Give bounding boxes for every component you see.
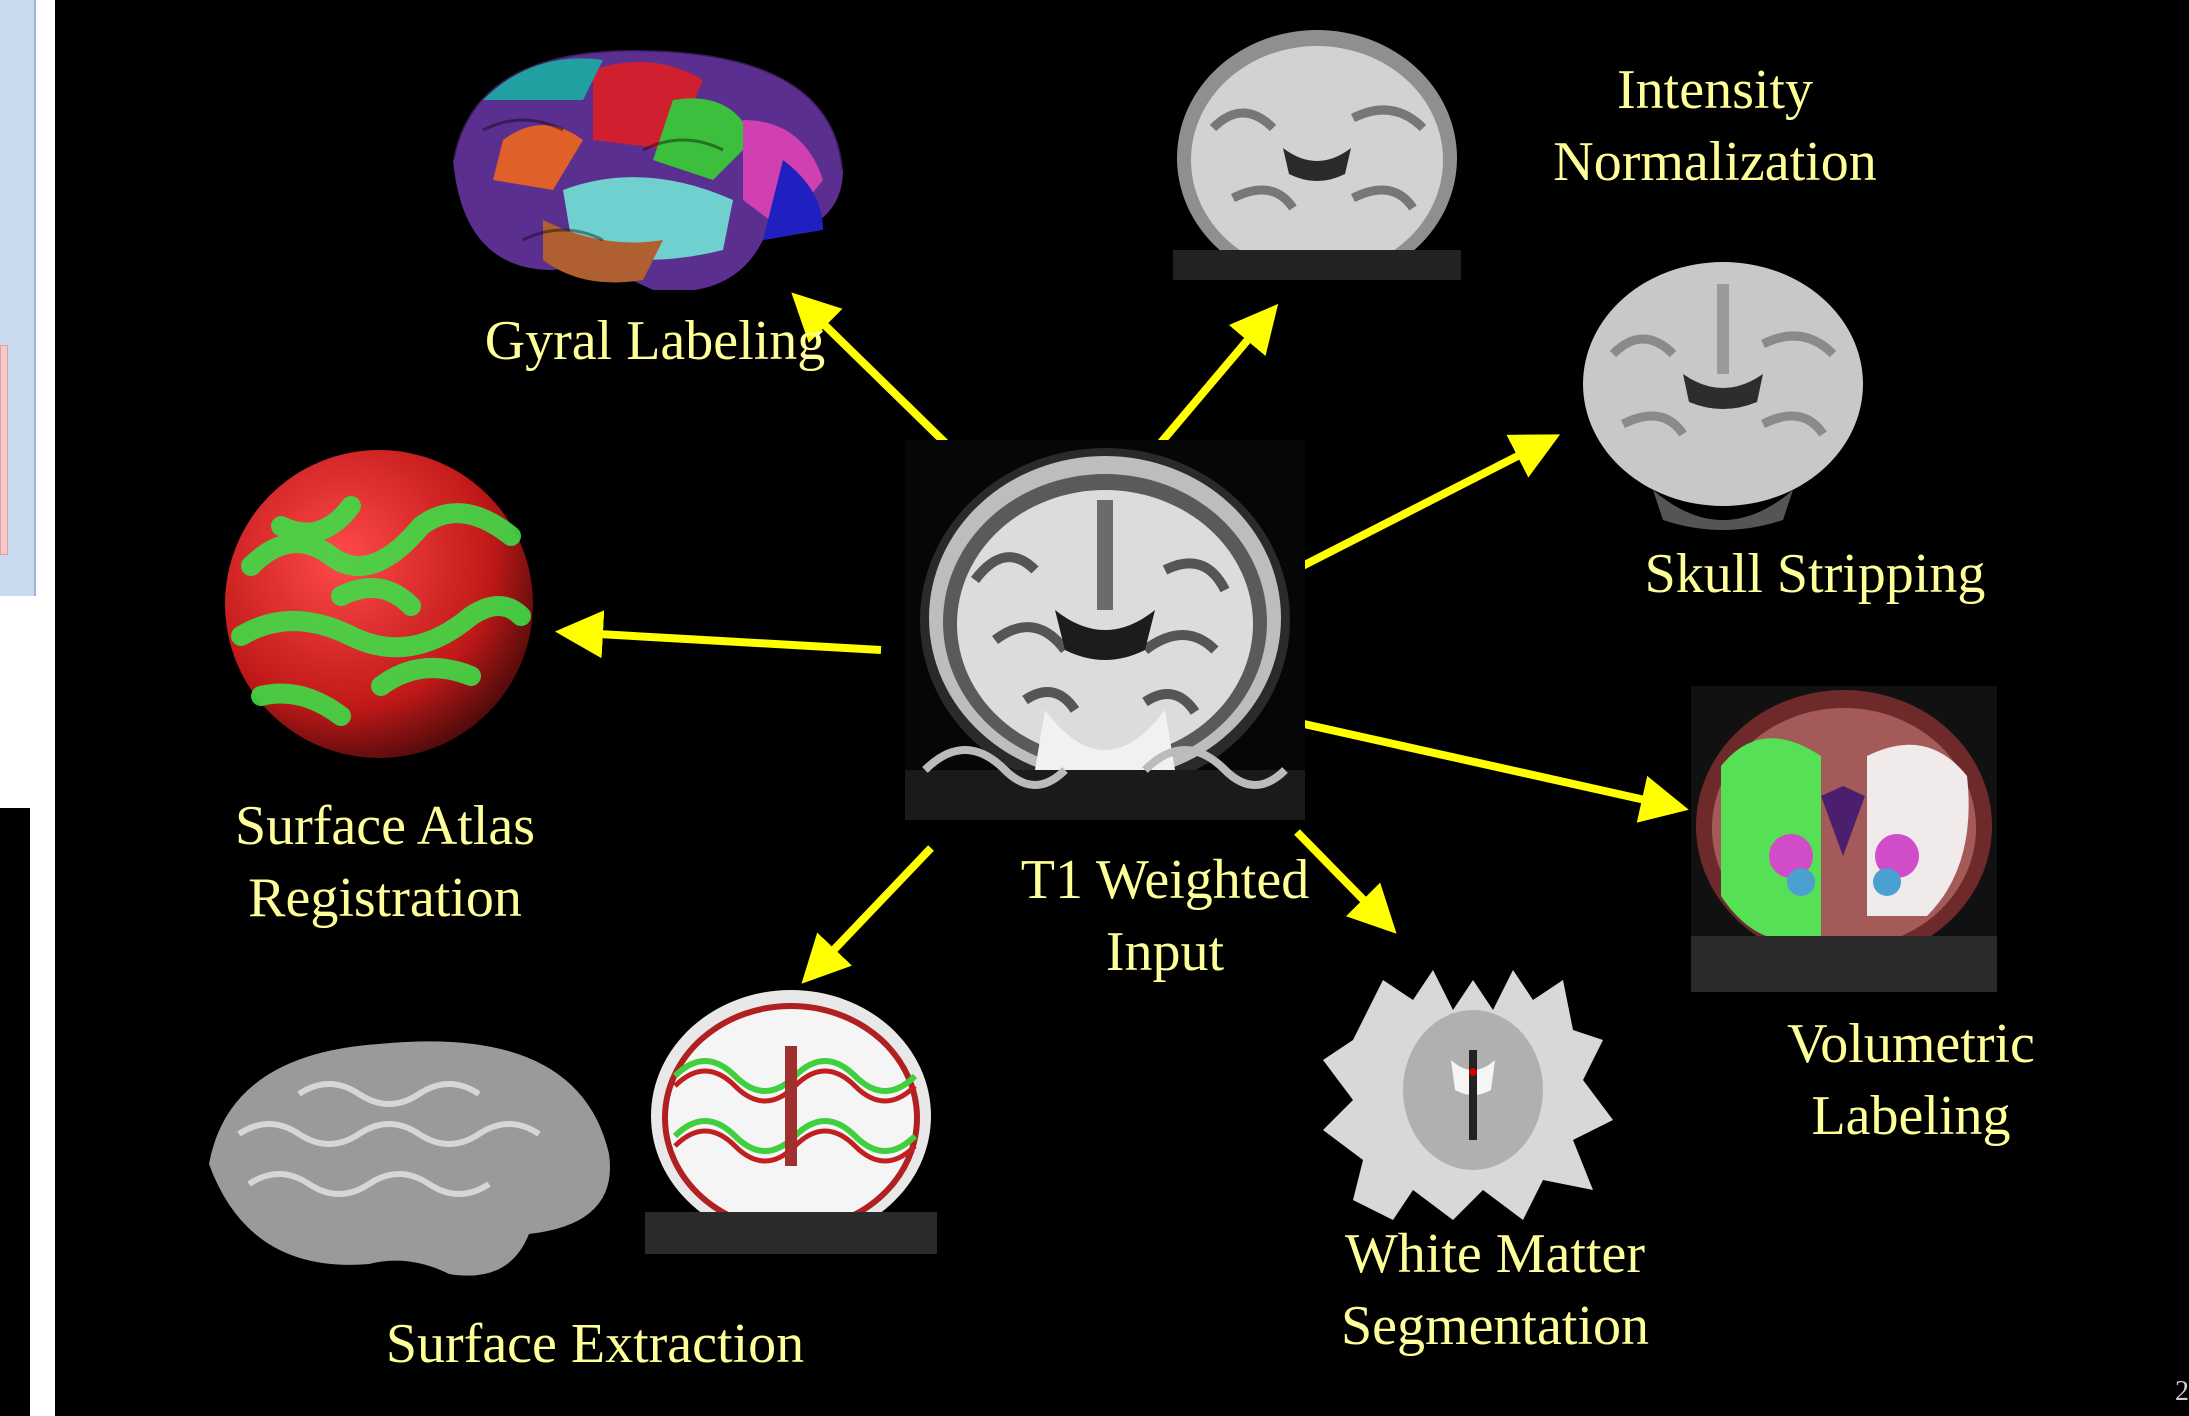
surface-extraction-brain-image bbox=[179, 1014, 631, 1294]
gyral-labeling-label: Gyral Labeling bbox=[435, 305, 875, 377]
white-matter-segmentation-image bbox=[1323, 940, 1623, 1226]
surface-extraction-coronal-image bbox=[645, 986, 937, 1254]
arrow-to-volumetric-labeling bbox=[1295, 722, 1681, 808]
volumetric-labeling-image bbox=[1691, 686, 1997, 992]
arrow-to-skull-stripping bbox=[1279, 438, 1553, 578]
volumetric-labeling-label-line2: Labeling bbox=[1671, 1080, 2151, 1152]
skull-stripping-image bbox=[1573, 254, 1873, 534]
white-matter-label-line1: White Matter bbox=[1255, 1218, 1735, 1290]
white-matter-label-line2: Segmentation bbox=[1255, 1290, 1735, 1362]
center-label-line1: T1 Weighted bbox=[985, 844, 1345, 916]
volumetric-labeling-label-line1: Volumetric bbox=[1671, 1008, 2151, 1080]
arrow-to-surface-extraction bbox=[807, 848, 931, 978]
t1-weighted-mri-image bbox=[905, 440, 1305, 820]
skull-stripping-label: Skull Stripping bbox=[1545, 538, 2085, 610]
slide-canvas: T1 Weighted Input Intensity Normalizatio… bbox=[55, 0, 2189, 1416]
surface-extraction-label: Surface Extraction bbox=[305, 1308, 885, 1380]
page-number: 2 bbox=[2175, 1376, 2189, 1408]
center-label-line2: Input bbox=[985, 916, 1345, 988]
intensity-normalization-label-line2: Normalization bbox=[1475, 126, 1955, 198]
gyral-labeling-brain-image bbox=[443, 40, 843, 290]
intensity-normalization-image bbox=[1173, 28, 1461, 280]
arrow-to-intensity-normalization bbox=[1153, 310, 1273, 452]
thumbnail-highlight bbox=[0, 345, 8, 555]
arrow-to-surface-atlas bbox=[563, 632, 881, 650]
slide-thumbnail-dark[interactable] bbox=[0, 808, 30, 1416]
surface-atlas-label-line1: Surface Atlas bbox=[175, 790, 595, 862]
intensity-normalization-label-line1: Intensity bbox=[1475, 54, 1955, 126]
surface-atlas-label-line2: Registration bbox=[175, 862, 595, 934]
surface-atlas-sphere-image bbox=[221, 446, 537, 762]
